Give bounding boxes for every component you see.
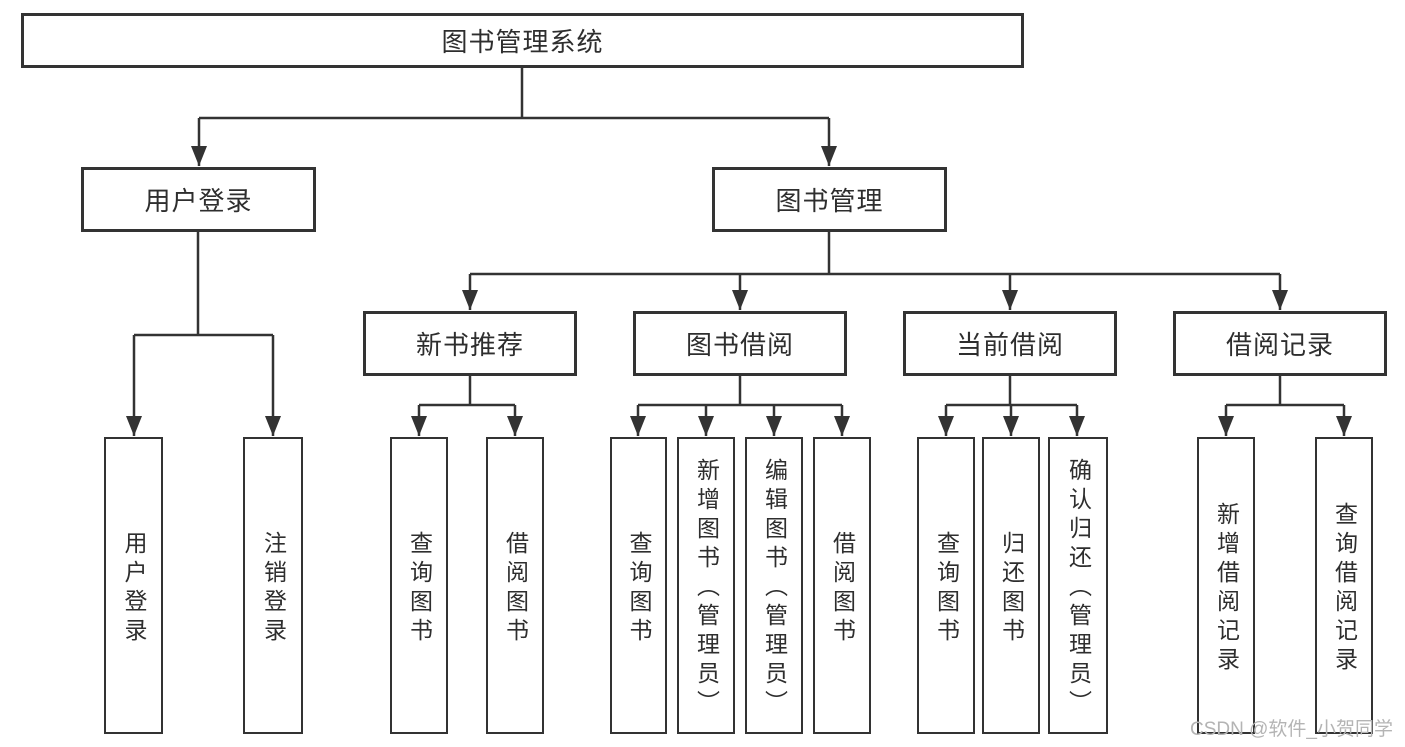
node-borrow-records: 借阅记录 [1173, 311, 1387, 376]
leaf-recommend-borrow-books-label: 借阅图书 [502, 530, 529, 647]
node-book-borrowing: 图书借阅 [633, 311, 847, 376]
leaf-add-borrow-record: 新增借阅记录 [1197, 437, 1255, 734]
connector-arrows [126, 118, 1352, 436]
node-new-book-recommend-label: 新书推荐 [415, 330, 524, 360]
node-user-login: 用户登录 [81, 167, 316, 232]
node-current-borrowing-label: 当前借阅 [955, 330, 1064, 360]
leaf-recommend-borrow-books: 借阅图书 [486, 437, 544, 734]
leaf-edit-books-admin-label: 编辑图书（管理员） [761, 458, 788, 719]
node-book-management: 图书管理 [712, 167, 947, 232]
leaf-borrowing-query-books: 查询图书 [610, 437, 667, 734]
leaf-borrowing-query-books-label: 查询图书 [626, 530, 652, 647]
leaf-return-books: 归还图书 [982, 437, 1040, 734]
leaf-user-login: 用户登录 [104, 437, 163, 734]
leaf-current-query-books: 查询图书 [917, 437, 975, 734]
leaf-current-query-books-label: 查询图书 [933, 530, 960, 647]
leaf-borrowing-borrow-books: 借阅图书 [813, 437, 871, 734]
node-new-book-recommend: 新书推荐 [363, 311, 577, 376]
leaf-user-login-label: 用户登录 [121, 530, 147, 647]
node-library-system-label: 图书管理系统 [441, 27, 604, 57]
watermark: CSDN @软件_小贺同学 [1190, 719, 1393, 740]
node-library-system: 图书管理系统 [21, 13, 1024, 68]
leaf-add-books-admin-label: 新增图书（管理员） [693, 458, 720, 719]
leaf-logout-label: 注销登录 [260, 530, 287, 647]
leaf-recommend-query-books-label: 查询图书 [406, 530, 433, 647]
leaf-confirm-return-admin: 确认归还（管理员） [1048, 437, 1108, 734]
leaf-return-books-label: 归还图书 [998, 530, 1025, 647]
leaf-borrowing-borrow-books-label: 借阅图书 [829, 530, 856, 647]
leaf-add-borrow-record-label: 新增借阅记录 [1213, 501, 1240, 676]
leaf-query-borrow-record-label: 查询借阅记录 [1331, 501, 1358, 676]
node-user-login-label: 用户登录 [144, 186, 253, 216]
leaf-confirm-return-admin-label: 确认归还（管理员） [1065, 458, 1092, 719]
leaf-query-borrow-record: 查询借阅记录 [1315, 437, 1373, 734]
node-current-borrowing: 当前借阅 [903, 311, 1117, 376]
node-book-borrowing-label: 图书借阅 [685, 330, 794, 360]
leaf-add-books-admin: 新增图书（管理员） [677, 437, 735, 734]
node-borrow-records-label: 借阅记录 [1225, 330, 1334, 360]
leaf-edit-books-admin: 编辑图书（管理员） [745, 437, 803, 734]
leaf-logout: 注销登录 [243, 437, 303, 734]
leaf-recommend-query-books: 查询图书 [390, 437, 448, 734]
node-book-management-label: 图书管理 [775, 186, 884, 216]
